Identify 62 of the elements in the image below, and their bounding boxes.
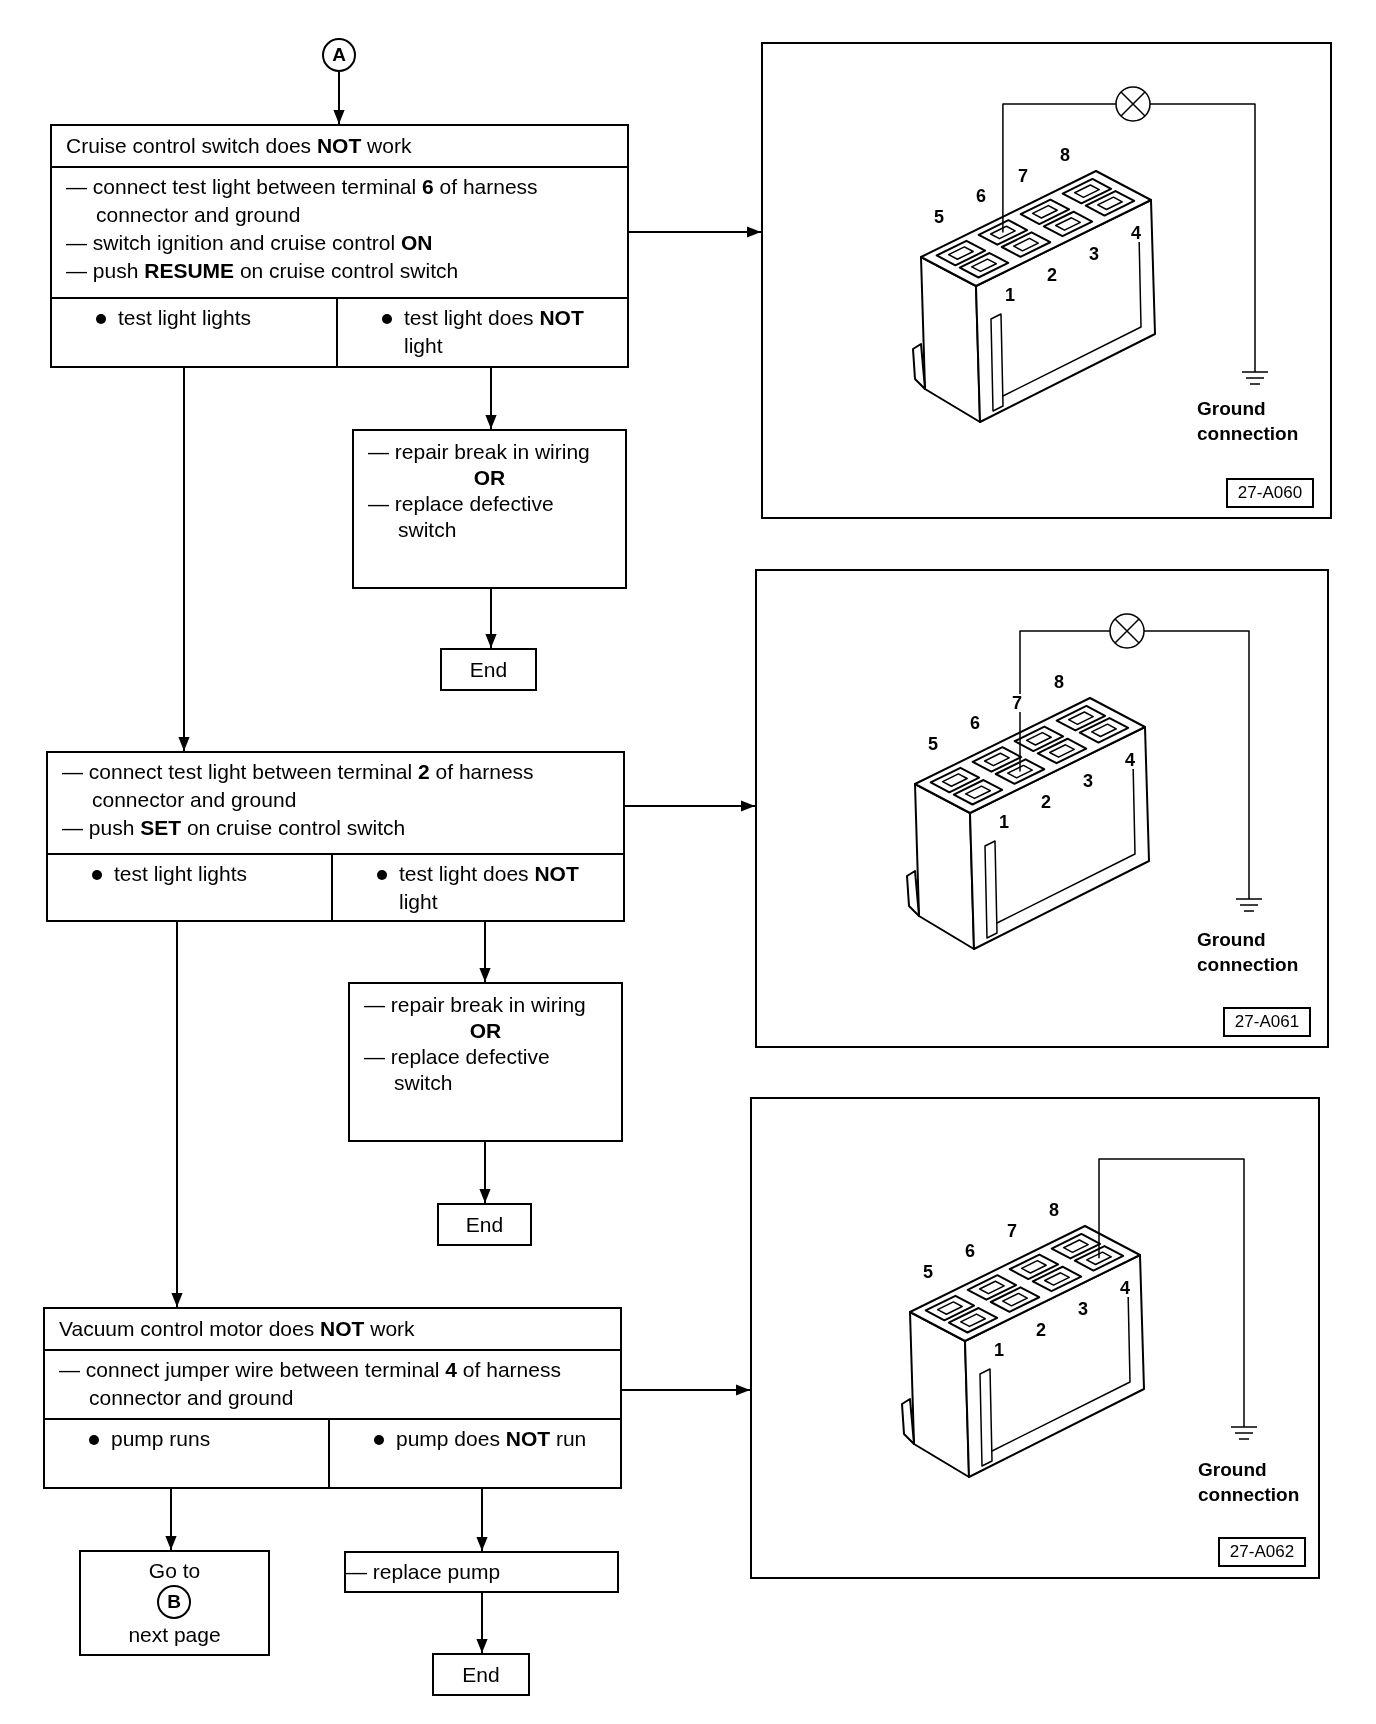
action-text: — replace defective switch (368, 491, 555, 543)
result-text: test light does NOT light (404, 305, 585, 359)
figure-number: 27-A062 (1218, 1537, 1306, 1567)
result-text: test light lights (118, 305, 252, 331)
result-cell (48, 853, 333, 920)
pin-number: 4 (1119, 1279, 1131, 1298)
result-text: pump runs (111, 1426, 211, 1452)
figure-number: 27-A061 (1223, 1007, 1311, 1037)
pin-number: 7 (1005, 1221, 1018, 1240)
diagram-panel (755, 569, 1329, 1048)
arrow (485, 367, 497, 430)
action-box: — replace pump (344, 1551, 619, 1593)
end-terminal: End (440, 648, 537, 691)
arrow (624, 800, 756, 812)
goto-box (79, 1550, 270, 1656)
result-text: test light lights (114, 861, 248, 887)
end-terminal: End (432, 1653, 530, 1696)
ground-label: Ground connection (1198, 1458, 1301, 1507)
action-text: — repair break in wiring (364, 992, 587, 1018)
arrow (165, 1488, 177, 1551)
arrow (476, 1488, 488, 1552)
step-heading: Cruise control switch does NOT work (66, 133, 412, 159)
or-text: OR (472, 465, 507, 491)
figure-number: 27-A060 (1226, 478, 1314, 508)
ground-label: Ground connection (1197, 397, 1300, 446)
instruction-text: — connect jumper wire between terminal 4 of harness connector and ground (59, 1357, 562, 1411)
pin-number: 4 (1130, 224, 1142, 243)
ground-label: Ground connection (1197, 928, 1300, 977)
instruction-text: — push SET on cruise control switch (62, 815, 407, 841)
arrow (171, 921, 183, 1308)
action-text: — repair break in wiring (368, 439, 591, 465)
result-cell (45, 1418, 330, 1487)
pin-number: 7 (1016, 166, 1029, 185)
action-box (348, 982, 623, 1142)
instruction-text: — push RESUME on cruise control switch (66, 258, 460, 284)
arrow (178, 367, 190, 752)
step-box (46, 751, 625, 922)
instruction-text: — switch ignition and cruise control ON (66, 230, 434, 256)
arrow (333, 71, 345, 125)
diagram-panel (750, 1097, 1320, 1579)
arrow (479, 921, 491, 983)
arrow (485, 588, 497, 649)
step-box (43, 1307, 622, 1489)
end-terminal: End (437, 1203, 532, 1246)
action-text: — replace defective switch (364, 1044, 551, 1096)
instruction-text: — connect test light between terminal 6 of harness connector and ground (66, 174, 539, 228)
result-cell (52, 297, 338, 366)
arrow (628, 226, 762, 238)
goto-text: Go to (147, 1558, 202, 1584)
pin-number: 4 (1124, 751, 1136, 770)
step-heading: Vacuum control motor does NOT work (59, 1316, 415, 1342)
pin-number: 7 (1010, 693, 1023, 712)
or-text: OR (468, 1018, 503, 1044)
goto-text: next page (127, 1622, 222, 1648)
result-text: test light does NOT light (399, 861, 580, 915)
diagram-panel (761, 42, 1332, 519)
action-box (352, 429, 627, 589)
step-box (50, 124, 629, 368)
arrow (479, 1141, 491, 1204)
result-text: pump does NOT run (396, 1426, 587, 1452)
arrow (476, 1592, 488, 1654)
arrow (621, 1384, 751, 1396)
